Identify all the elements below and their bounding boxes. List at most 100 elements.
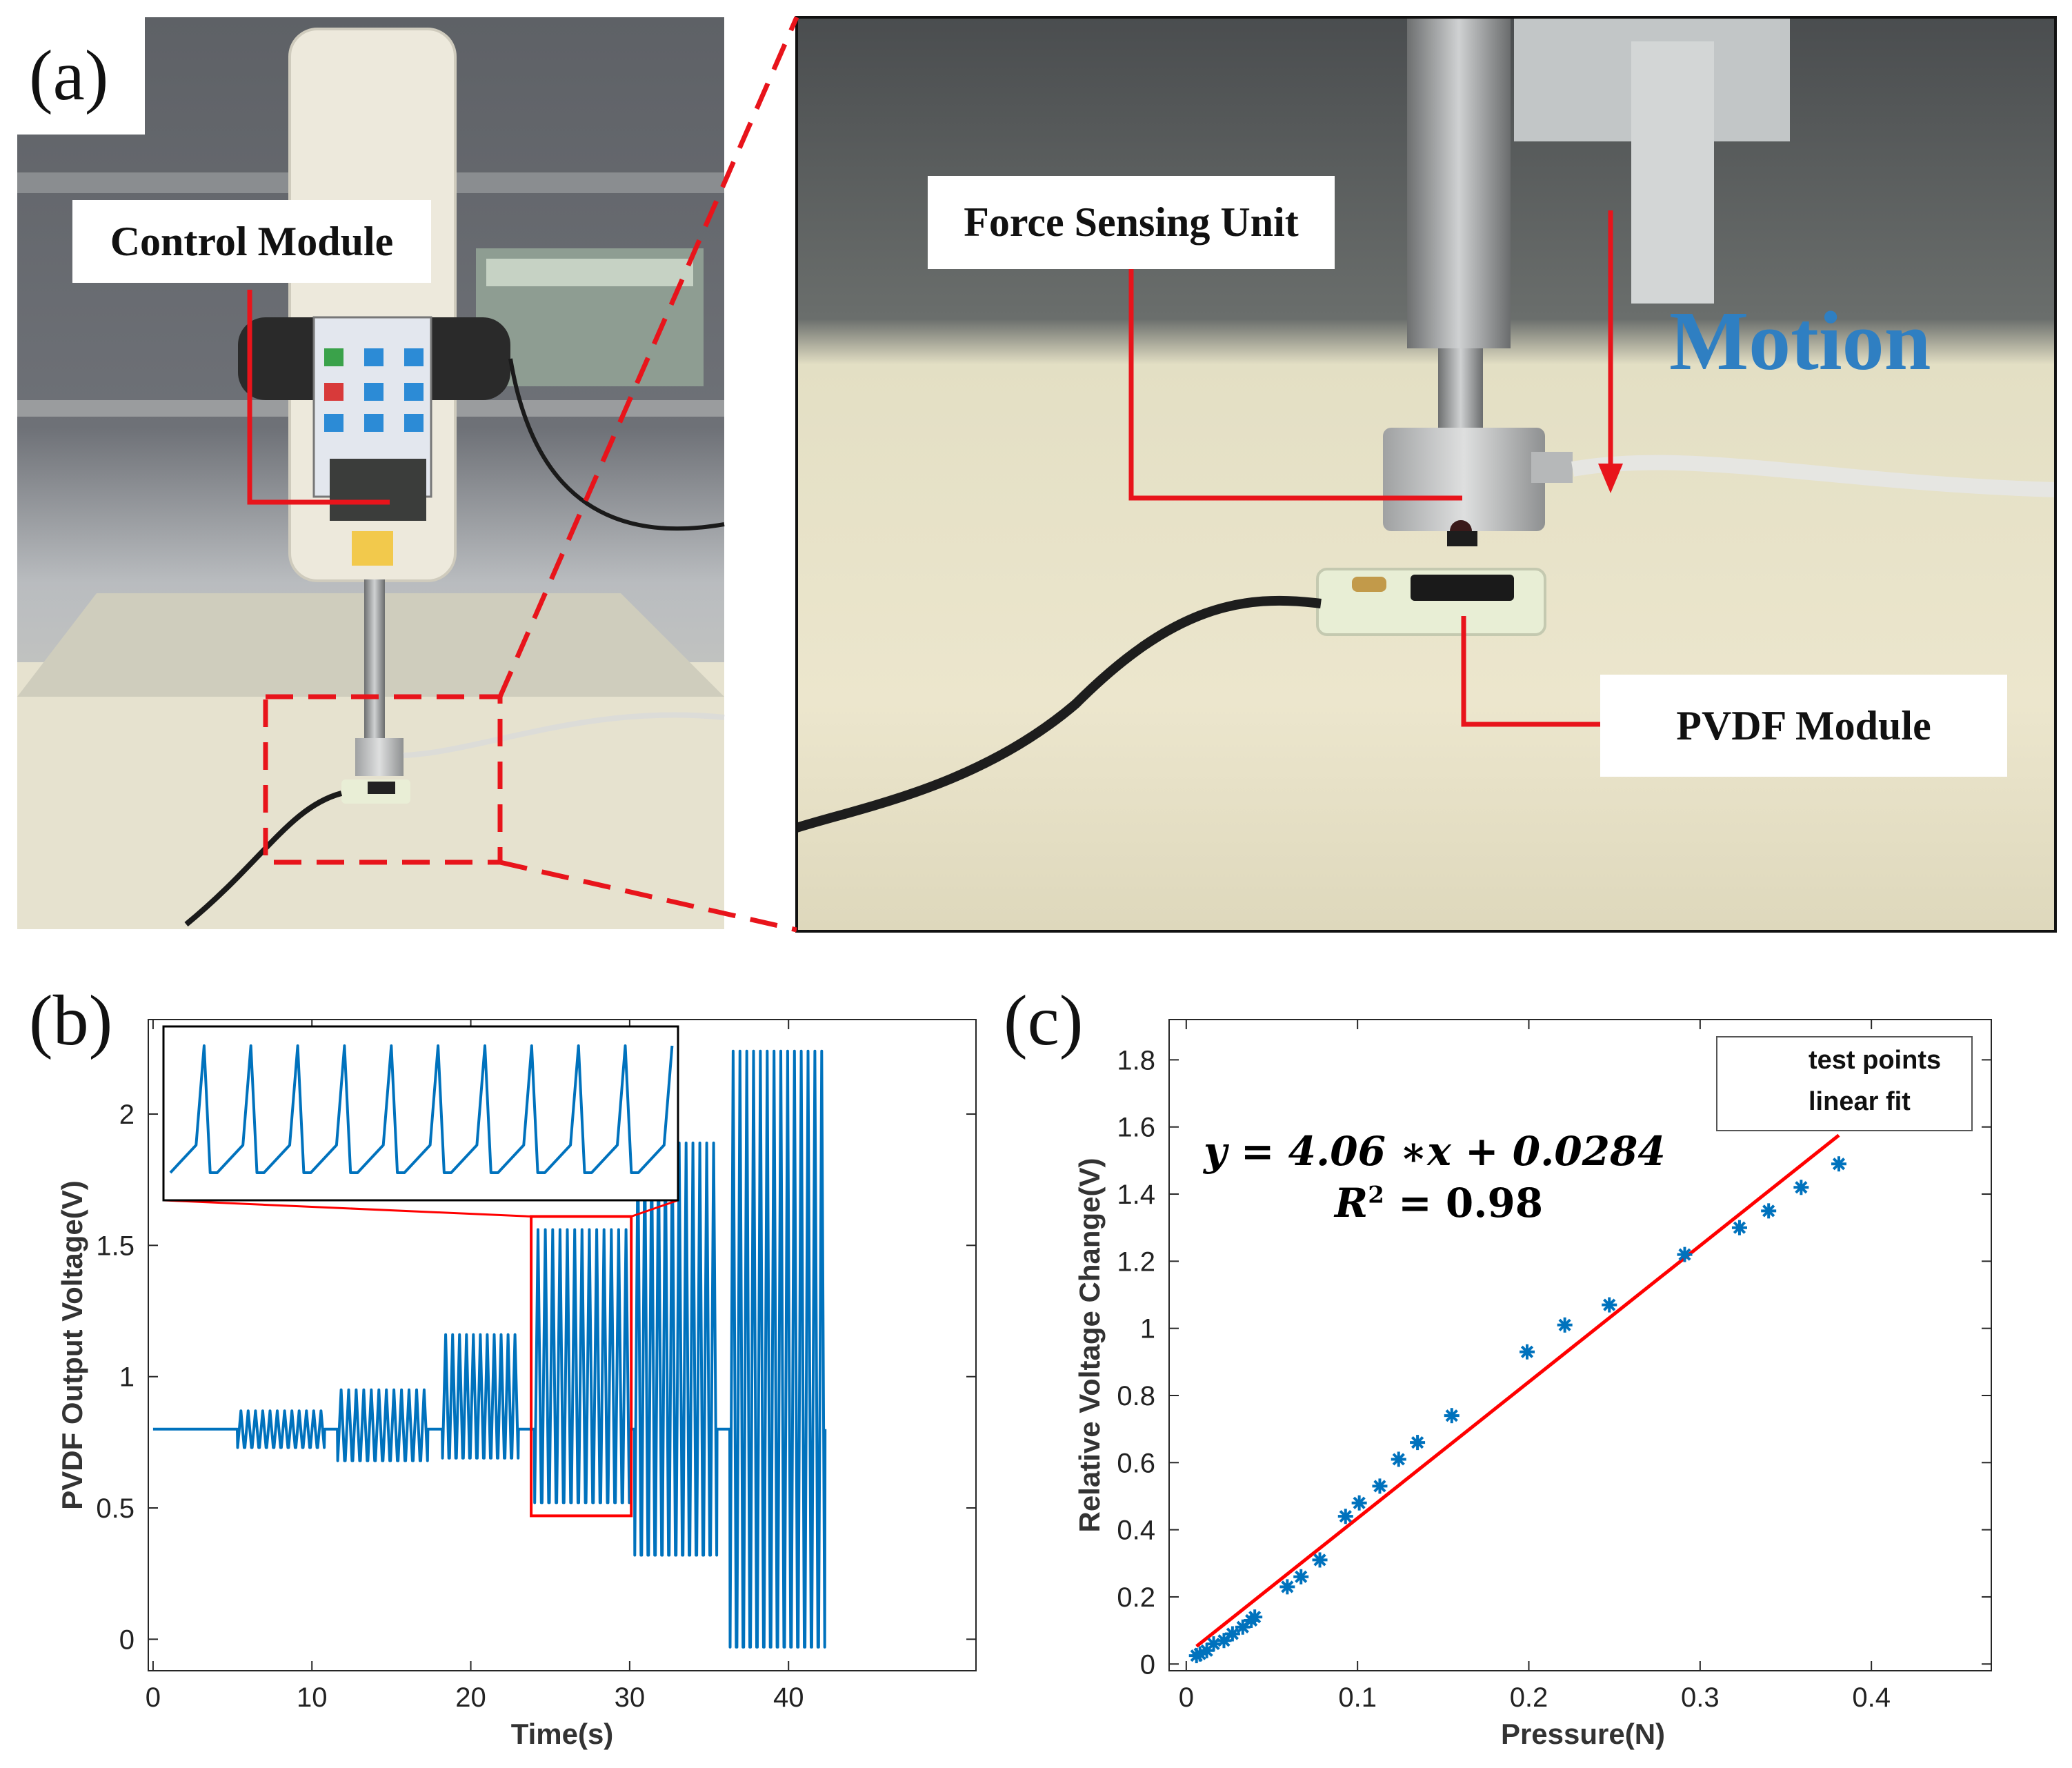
chart-c-test-point: [1224, 1626, 1240, 1642]
chart-c-test-point: [1372, 1478, 1388, 1494]
chart-b-zoom-connector-right: [630, 1199, 679, 1218]
chart-c-test-point: [1312, 1552, 1328, 1568]
label-pvdf-module: PVDF Module: [1600, 675, 2007, 777]
chart-c-legend: test points linear fit: [1716, 1036, 1973, 1131]
chart-b-ytick-label: 0: [119, 1625, 135, 1655]
chart-c-xtick-label: 0.4: [1852, 1682, 1891, 1713]
chart-c-ytick-label: 1.4: [1117, 1180, 1155, 1210]
leader-force-sensing-unit: [1128, 269, 1462, 501]
chart-c-equation: y = 4.06 ∗x + 0.0284: [1204, 1128, 1666, 1175]
panel-a-graphics: [17, 16, 2057, 933]
chart-c-test-point: [1293, 1569, 1309, 1585]
chart-c-test-point-stroke: [1339, 1510, 1352, 1523]
chart-c-test-point-stroke: [1411, 1436, 1424, 1449]
chart-c-ytick-label: 1.2: [1117, 1246, 1155, 1277]
panel-a: (a) Control Module Force Sensing Unit PV…: [17, 16, 2057, 933]
chart-c-test-point-stroke: [1373, 1480, 1386, 1493]
chart-c-test-point-stroke: [1795, 1181, 1808, 1194]
chart-c-test-point-stroke: [1281, 1580, 1294, 1593]
panel-b-letter: (b): [29, 981, 113, 1060]
label-control-module: Control Module: [72, 200, 431, 283]
chart-b-xlabel: Time(s): [510, 1718, 614, 1750]
chart-c-ytick-label: 1.8: [1117, 1045, 1155, 1075]
chart-c-ytick-label: 0: [1140, 1649, 1155, 1680]
leader-control-module: [247, 290, 390, 505]
zoom-connector-top: [497, 16, 799, 698]
chart-c-test-point: [1279, 1579, 1295, 1595]
chart-c-test-point-stroke: [1313, 1553, 1326, 1567]
chart-b-xtick-label: 10: [297, 1682, 328, 1713]
chart-c-test-point-stroke: [1832, 1158, 1846, 1171]
chart-c-r2-value: = 0.98: [1384, 1180, 1544, 1226]
chart-c-test-point-stroke: [1762, 1204, 1775, 1218]
chart-c-test-point: [1391, 1451, 1406, 1467]
chart-c-test-point-stroke: [1733, 1221, 1746, 1234]
chart-b-ytick-label: 1: [119, 1362, 135, 1393]
chart-c-test-point: [1520, 1344, 1535, 1360]
chart-c-test-point: [1410, 1435, 1426, 1451]
label-motion: Motion: [1669, 295, 1931, 388]
chart-c-test-point-stroke: [1678, 1248, 1691, 1261]
chart-c-ytick-label: 0.6: [1117, 1448, 1155, 1478]
chart-c-test-point-stroke: [1226, 1627, 1239, 1640]
chart-c-xlabel: Pressure(N): [1500, 1718, 1666, 1750]
chart-c-test-point-stroke: [1603, 1298, 1616, 1311]
chart-c-r2-symbol: R: [1335, 1180, 1368, 1226]
chart-c-plot-area: [1168, 1019, 1992, 1671]
chart-b-inset-line: [169, 1044, 674, 1174]
chart-c-xtick-label: 0.3: [1681, 1682, 1720, 1713]
chart-c-test-point: [1793, 1180, 1809, 1195]
chart-c-test-point: [1247, 1609, 1263, 1625]
chart-c-ytick-label: 1.6: [1117, 1113, 1155, 1143]
chart-b-zoom-box: [530, 1215, 633, 1518]
chart-c-test-point: [1761, 1203, 1777, 1219]
chart-c-ytick-label: 0.4: [1117, 1516, 1155, 1546]
zoom-connector-bottom: [499, 860, 797, 933]
chart-c-r2-exponent: 2: [1368, 1181, 1384, 1209]
chart-c-test-point-stroke: [1558, 1318, 1571, 1331]
chart-b-ytick-label: 2: [119, 1100, 135, 1130]
chart-c-xtick-label: 0: [1179, 1682, 1194, 1713]
chart-b-ytick-label: 1.5: [96, 1231, 135, 1261]
chart-c-test-point-stroke: [1445, 1409, 1458, 1422]
chart-c-fit-line: [1195, 1133, 1840, 1648]
photo-right-frame: [795, 16, 2057, 933]
chart-b-xtick-label: 20: [455, 1682, 486, 1713]
chart-b-series-line: [152, 1049, 827, 1649]
label-force-sensing-unit: Force Sensing Unit: [928, 176, 1335, 269]
chart-c-test-point: [1444, 1408, 1460, 1424]
motion-arrow-head: [1598, 464, 1623, 493]
chart-c-test-point: [1602, 1297, 1617, 1313]
photo-left: [17, 17, 725, 929]
leader-pvdf-module: [1461, 616, 1600, 727]
chart-c-test-point-stroke: [1248, 1611, 1262, 1624]
chart-c-test-point-stroke: [1392, 1453, 1405, 1466]
chart-b-xtick-label: 0: [146, 1682, 161, 1713]
chart-c-test-point: [1731, 1220, 1747, 1235]
chart-c-test-point-stroke: [1520, 1345, 1534, 1358]
chart-c-ytick-label: 0.8: [1117, 1381, 1155, 1411]
panel-a-letter-bg: [17, 17, 145, 135]
chart-c-test-point: [1677, 1246, 1693, 1262]
chart-c-ytick-label: 0.2: [1117, 1582, 1155, 1613]
panel-c-letter: (c): [1004, 981, 1084, 1060]
chart-b-xtick-label: 40: [773, 1682, 804, 1713]
legend-label-linear-fit: linear fit: [1809, 1087, 1911, 1116]
chart-c-test-point-stroke: [1295, 1570, 1308, 1583]
chart-c-xtick-label: 0.1: [1338, 1682, 1377, 1713]
photo-right: [795, 17, 2056, 931]
zoom-region-box: [263, 694, 503, 865]
chart-c-test-point: [1831, 1156, 1846, 1172]
chart-c-test-point: [1337, 1509, 1353, 1524]
chart-c-xtick-label: 0.2: [1510, 1682, 1548, 1713]
chart-b-zoom-connector-left: [163, 1199, 532, 1218]
chart-b-ytick-label: 0.5: [96, 1493, 135, 1524]
chart-c-test-point: [1557, 1317, 1573, 1333]
chart-c-test-point-stroke: [1353, 1496, 1366, 1509]
chart-c-ytick-label: 1: [1140, 1314, 1155, 1344]
chart-b-xtick-label: 30: [615, 1682, 646, 1713]
panel-a-letter: (a): [29, 36, 109, 115]
chart-c-r2: R2 = 0.98: [1335, 1180, 1543, 1226]
